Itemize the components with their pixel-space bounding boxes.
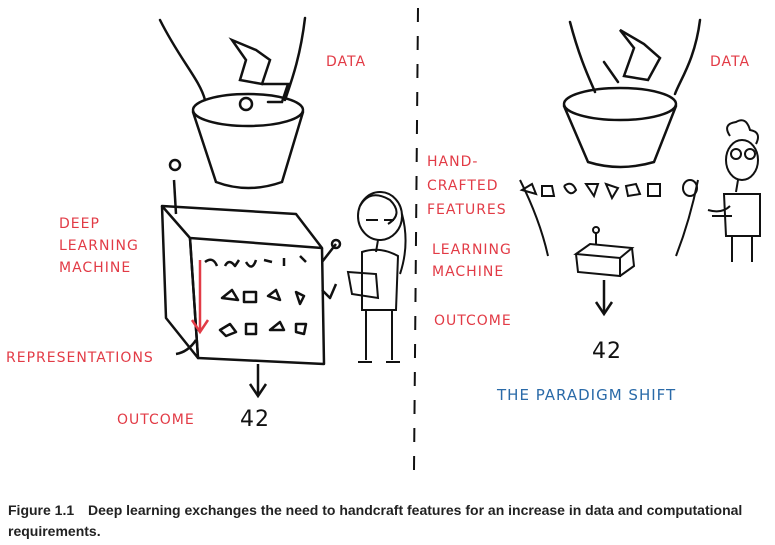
representations-arrow: [175, 260, 210, 356]
handcrafted-features-row: [519, 179, 699, 257]
figure-caption-text: Deep learning exchanges the need to hand…: [8, 502, 743, 539]
left-panel: DATA DEEP LEARNING MACHINE REPRESENTATIO…: [6, 16, 407, 432]
left-outcome-arrow: [248, 364, 268, 399]
left-data-label: DATA: [326, 54, 366, 70]
learning-machine-box: [573, 226, 636, 278]
right-outcome-arrow: [594, 280, 614, 317]
features-label-line1: HAND-: [427, 154, 478, 170]
left-machine-label-line1: DEEP: [59, 216, 100, 232]
paradigm-shift-illustration: DATA DEEP LEARNING MACHINE REPRESENTATIO…: [6, 7, 761, 471]
features-label-line3: FEATURES: [427, 202, 507, 218]
figure-number: Figure 1.1: [8, 502, 75, 518]
right-machine-label-line2: MACHINE: [432, 264, 504, 280]
left-machine-label-line2: LEARNING: [59, 238, 139, 254]
deep-learning-machine: [160, 158, 342, 366]
scientist-figure-left: [346, 191, 407, 363]
representations-label: REPRESENTATIONS: [6, 350, 154, 366]
left-funnel: [158, 16, 307, 190]
left-outcome-value: 42: [240, 407, 270, 432]
right-panel: DATA HAND- CRAFTED FEATURES LEARNING MAC…: [427, 18, 761, 404]
paradigm-shift-title: THE PARADIGM SHIFT: [496, 386, 676, 404]
divider-line: [413, 7, 419, 471]
right-data-label: DATA: [710, 54, 750, 70]
figure-caption: Figure 1.1 Deep learning exchanges the n…: [8, 500, 768, 542]
right-outcome-label: OUTCOME: [434, 313, 512, 329]
right-outcome-value: 42: [592, 339, 622, 364]
features-label-line2: CRAFTED: [427, 178, 499, 194]
left-machine-label-line3: MACHINE: [59, 260, 131, 276]
right-funnel: [562, 18, 702, 169]
right-machine-label-line1: LEARNING: [432, 242, 512, 258]
left-outcome-label: OUTCOME: [117, 412, 195, 428]
scientist-figure-right: [707, 119, 761, 262]
